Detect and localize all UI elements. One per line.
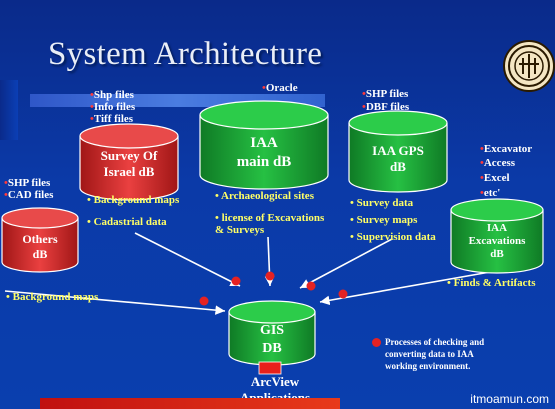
gis-cylinder (228, 300, 316, 366)
arrow-gps (299, 238, 393, 289)
main-output-1: • Archaeological sites (215, 190, 314, 202)
arrow-excavations (319, 271, 491, 306)
gps-source-2: •DBF files (362, 101, 410, 113)
survey-output-2: • Cadastrial data (87, 216, 167, 228)
survey-source-2: •Info files (90, 101, 136, 113)
main-db-cylinder (199, 100, 329, 190)
process-dots (199, 271, 348, 306)
excavation-source-4: •etc' (480, 187, 501, 199)
main-output-2: • license of Excavations (215, 212, 325, 224)
footer-accent-bar (40, 398, 340, 409)
excavations-cylinder (450, 198, 544, 274)
process-dot (338, 289, 348, 299)
gps-output-1: • Survey data (350, 197, 414, 209)
legend-process-dot (372, 338, 381, 347)
survey-output-1: • Background maps (87, 194, 180, 206)
process-dot (265, 271, 275, 281)
others-source-1: •SHP files (4, 177, 51, 189)
arrow-survey (134, 232, 241, 287)
page-title: System Architecture (48, 36, 323, 72)
watermark: itmoamun.com (470, 392, 549, 406)
excavation-source-3: •Excel (480, 172, 510, 184)
process-dot (199, 296, 209, 306)
others-source-2: •CAD files (4, 189, 54, 201)
survey-source-3: •Tiff files (90, 113, 134, 125)
left-decor-bar (0, 80, 18, 140)
main-output-3: & Surveys (215, 224, 265, 236)
excavation-source-2: •Access (480, 157, 516, 169)
iaa-logo-seal (503, 40, 555, 92)
process-dot (231, 276, 241, 286)
gis-connector-box (258, 361, 282, 375)
survey-source-1: •Shp files (90, 89, 134, 101)
oracle-source: •Oracle (262, 82, 298, 94)
excavation-source-1: •Excavator (480, 143, 533, 155)
excavations-output: • Finds & Artifacts (447, 277, 536, 289)
gps-output-2: • Survey maps (350, 214, 418, 226)
arrow-others (4, 290, 226, 315)
gps-cylinder (348, 110, 448, 193)
survey-cylinder (79, 123, 179, 201)
process-dot (306, 281, 316, 291)
gps-output-3: • Supervision data (350, 231, 436, 243)
gps-source-1: •SHP files (362, 88, 409, 100)
others-output: • Background maps (6, 291, 99, 303)
others-cylinder (1, 207, 79, 273)
